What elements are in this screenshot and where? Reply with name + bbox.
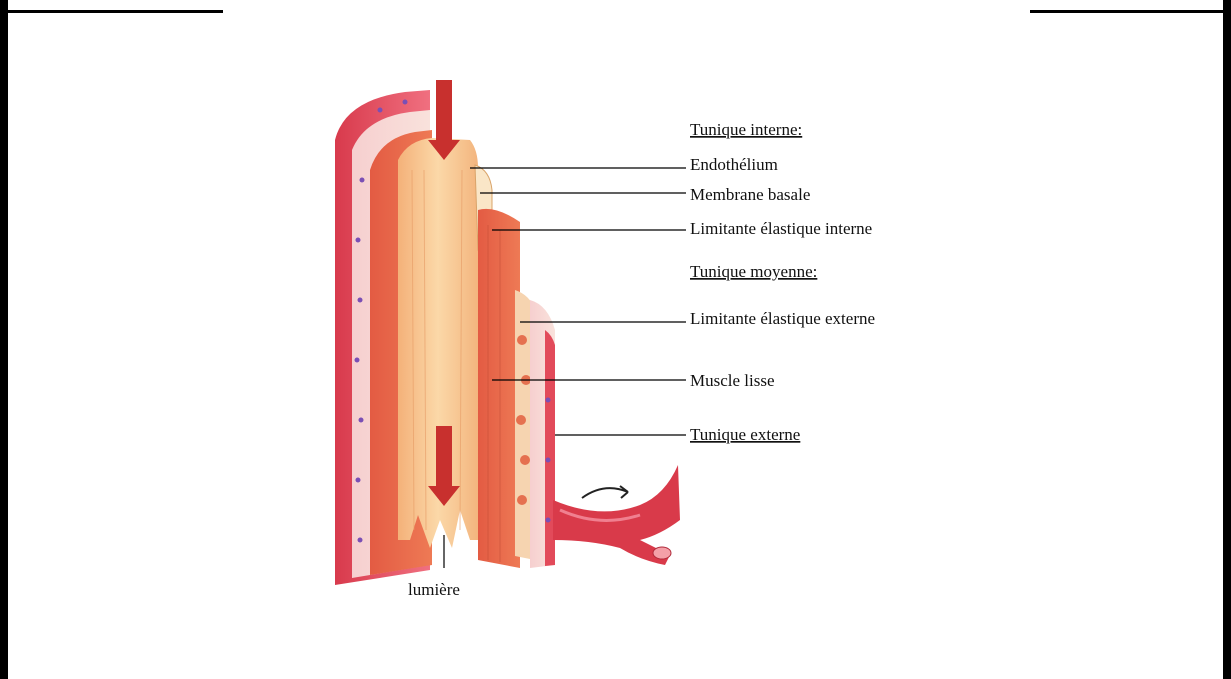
label-lumiere: lumière xyxy=(408,580,460,599)
branch-vessel xyxy=(553,465,680,565)
label-limitante-externe: Limitante élastique externe xyxy=(690,309,875,328)
label-endothelium: Endothélium xyxy=(690,155,778,174)
label-tunique-externe: Tunique externe xyxy=(690,425,800,444)
media-step-shape xyxy=(478,209,520,568)
label-tunique-interne: Tunique interne: xyxy=(690,120,802,139)
label-tunique-moyenne: Tunique moyenne: xyxy=(690,262,817,281)
label-membrane-basale: Membrane basale xyxy=(690,185,810,204)
externa-step-shape xyxy=(530,300,555,568)
label-limitante-interne: Limitante élastique interne xyxy=(690,219,872,238)
label-muscle-lisse: Muscle lisse xyxy=(690,371,775,390)
